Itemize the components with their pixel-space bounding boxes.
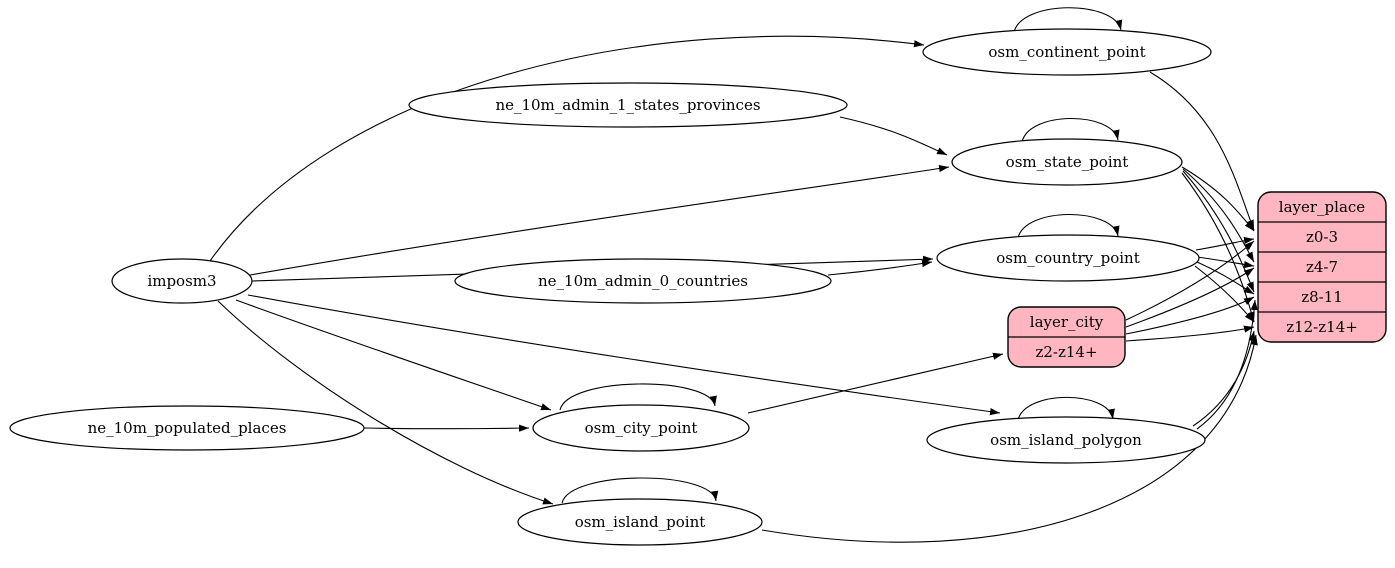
layer_place-row-z0-3: z0-3 bbox=[1306, 228, 1338, 246]
osm_country_point-label: osm_country_point bbox=[996, 249, 1140, 267]
ne_10m_admin_1_states_provinces-shape bbox=[408, 82, 848, 128]
layer_place-title: layer_place bbox=[1279, 198, 1366, 216]
edge-layer_city-to-layer_place:z4-7 bbox=[1125, 267, 1255, 328]
layer_place-row-z12-z14+: z12-z14+ bbox=[1286, 318, 1358, 336]
layer_place-row-z4-7: z4-7 bbox=[1306, 258, 1338, 276]
edge-osm_continent_point-to-layer_place:z0-3 bbox=[1149, 71, 1255, 231]
edge-imposm3-to-osm_island_polygon bbox=[247, 294, 1001, 416]
osm_city_point-shape bbox=[532, 404, 750, 452]
edge-layer_city-to-layer_place:z8-11 bbox=[1125, 296, 1255, 335]
layer_place-shape bbox=[1257, 191, 1387, 343]
edge-imposm3-to-osm_island_point bbox=[217, 300, 554, 505]
node-ne_10m_admin_0_countries: ne_10m_admin_0_countries bbox=[454, 258, 832, 304]
node-osm_country_point: osm_country_point bbox=[936, 234, 1200, 282]
edge-osm_island_polygon-to-layer_place:z8-11 bbox=[1196, 299, 1258, 430]
osm_island_polygon-shape bbox=[926, 416, 1206, 464]
edge-osm_country_point-to-layer_place:z8-11 bbox=[1196, 261, 1255, 295]
node-imposm3: imposm3 bbox=[111, 258, 253, 304]
edge-osm_country_point-to-layer_place:z4-7 bbox=[1196, 256, 1255, 269]
node-osm_island_polygon: osm_island_polygon bbox=[926, 416, 1206, 464]
layer_city-row-z2-z14+: z2-z14+ bbox=[1035, 343, 1097, 361]
osm_continent_point-shape bbox=[922, 28, 1212, 76]
node-ne_10m_admin_1_states_provinces: ne_10m_admin_1_states_provinces bbox=[408, 82, 848, 128]
edge-osm_state_point-to-layer_place:z12-z14+ bbox=[1181, 172, 1255, 323]
edge-imposm3-to-osm_city_point bbox=[235, 299, 552, 411]
edge-osm_state_point-to-layer_place:z4-7 bbox=[1182, 168, 1255, 263]
edge-ne_10m_admin_1_states_provinces-to-osm_state_point bbox=[839, 116, 948, 156]
edges-layer bbox=[209, 7, 1258, 543]
edge-imposm3-to-osm_state_point bbox=[249, 164, 950, 276]
osm_state_point-shape bbox=[951, 138, 1183, 186]
edge-osm_city_point-to-layer_city:z2-z14+ bbox=[747, 352, 1004, 414]
self-loop-edge-osm_country_point-to-osm_country_point bbox=[1017, 214, 1120, 239]
self-loop-edge-osm_island_point-to-osm_island_point bbox=[561, 477, 719, 504]
edge-layer_city-to-layer_place:z12-z14+ bbox=[1125, 325, 1255, 342]
self-loop-edge-osm_continent_point-to-osm_continent_point bbox=[1013, 7, 1123, 33]
ne_10m_admin_0_countries-label: ne_10m_admin_0_countries bbox=[538, 272, 748, 290]
osm_continent_point-label: osm_continent_point bbox=[988, 43, 1145, 61]
layer_city-title: layer_city bbox=[1030, 313, 1104, 331]
edge-osm_state_point-to-layer_place:z0-3 bbox=[1181, 166, 1255, 232]
edge-osm_country_point-to-layer_place:z12-z14+ bbox=[1194, 265, 1255, 323]
osm_city_point-label: osm_city_point bbox=[585, 419, 698, 437]
edge-osm_island_polygon-to-layer_place:z12-z14+ bbox=[1192, 330, 1256, 427]
nodes-layer: imposm3 ne_10m_admin_1_states_provincesne… bbox=[9, 28, 1387, 546]
osm_island_polygon-label: osm_island_polygon bbox=[990, 431, 1142, 449]
edge-layer_city-to-layer_place:z0-3 bbox=[1125, 240, 1255, 321]
edge-imposm3-to-osm_continent_point bbox=[209, 35, 925, 262]
edge-ne_10m_populated_places-to-osm_city_point bbox=[363, 424, 530, 432]
edge-osm_country_point-to-layer_place:z0-3 bbox=[1195, 236, 1255, 251]
layer_place-row-z8-11: z8-11 bbox=[1301, 288, 1343, 306]
ne_10m_populated_places-shape bbox=[9, 405, 365, 451]
imposm3-label: imposm3 bbox=[147, 272, 216, 290]
ne_10m_populated_places-label: ne_10m_populated_places bbox=[88, 419, 287, 437]
node-osm_continent_point: osm_continent_point bbox=[922, 28, 1212, 76]
node-layer_city: layer_city z2-z14+ bbox=[1007, 306, 1126, 368]
node-osm_state_point: osm_state_point bbox=[951, 138, 1183, 186]
node-osm_city_point: osm_city_point bbox=[532, 404, 750, 452]
osm_state_point-label: osm_state_point bbox=[1006, 153, 1129, 171]
ne_10m_admin_0_countries-shape bbox=[454, 258, 832, 304]
osm_country_point-shape bbox=[936, 234, 1200, 282]
node-osm_island_point: osm_island_point bbox=[517, 498, 763, 546]
osm_island_point-label: osm_island_point bbox=[575, 513, 706, 531]
self-loop-edge-osm_city_point-to-osm_city_point bbox=[559, 383, 717, 411]
edge-ne_10m_admin_0_countries-to-osm_country_point bbox=[827, 259, 933, 276]
self-loop-edge-osm_island_polygon-to-osm_island_polygon bbox=[1017, 396, 1115, 421]
node-layer_place: layer_place z0-3 z4-7 z8-11 z12-z14+ bbox=[1257, 191, 1387, 343]
edge-osm_island_point-to-layer_place:z12-z14+ bbox=[761, 334, 1258, 543]
ne_10m_admin_1_states_provinces-label: ne_10m_admin_1_states_provinces bbox=[495, 96, 760, 114]
osm_island_point-shape bbox=[517, 498, 763, 546]
self-loop-edge-osm_state_point-to-osm_state_point bbox=[1021, 118, 1120, 143]
edge-osm_state_point-to-layer_place:z8-11 bbox=[1182, 170, 1255, 293]
node-ne_10m_populated_places: ne_10m_populated_places bbox=[9, 405, 365, 451]
imposm3-shape bbox=[111, 258, 253, 304]
